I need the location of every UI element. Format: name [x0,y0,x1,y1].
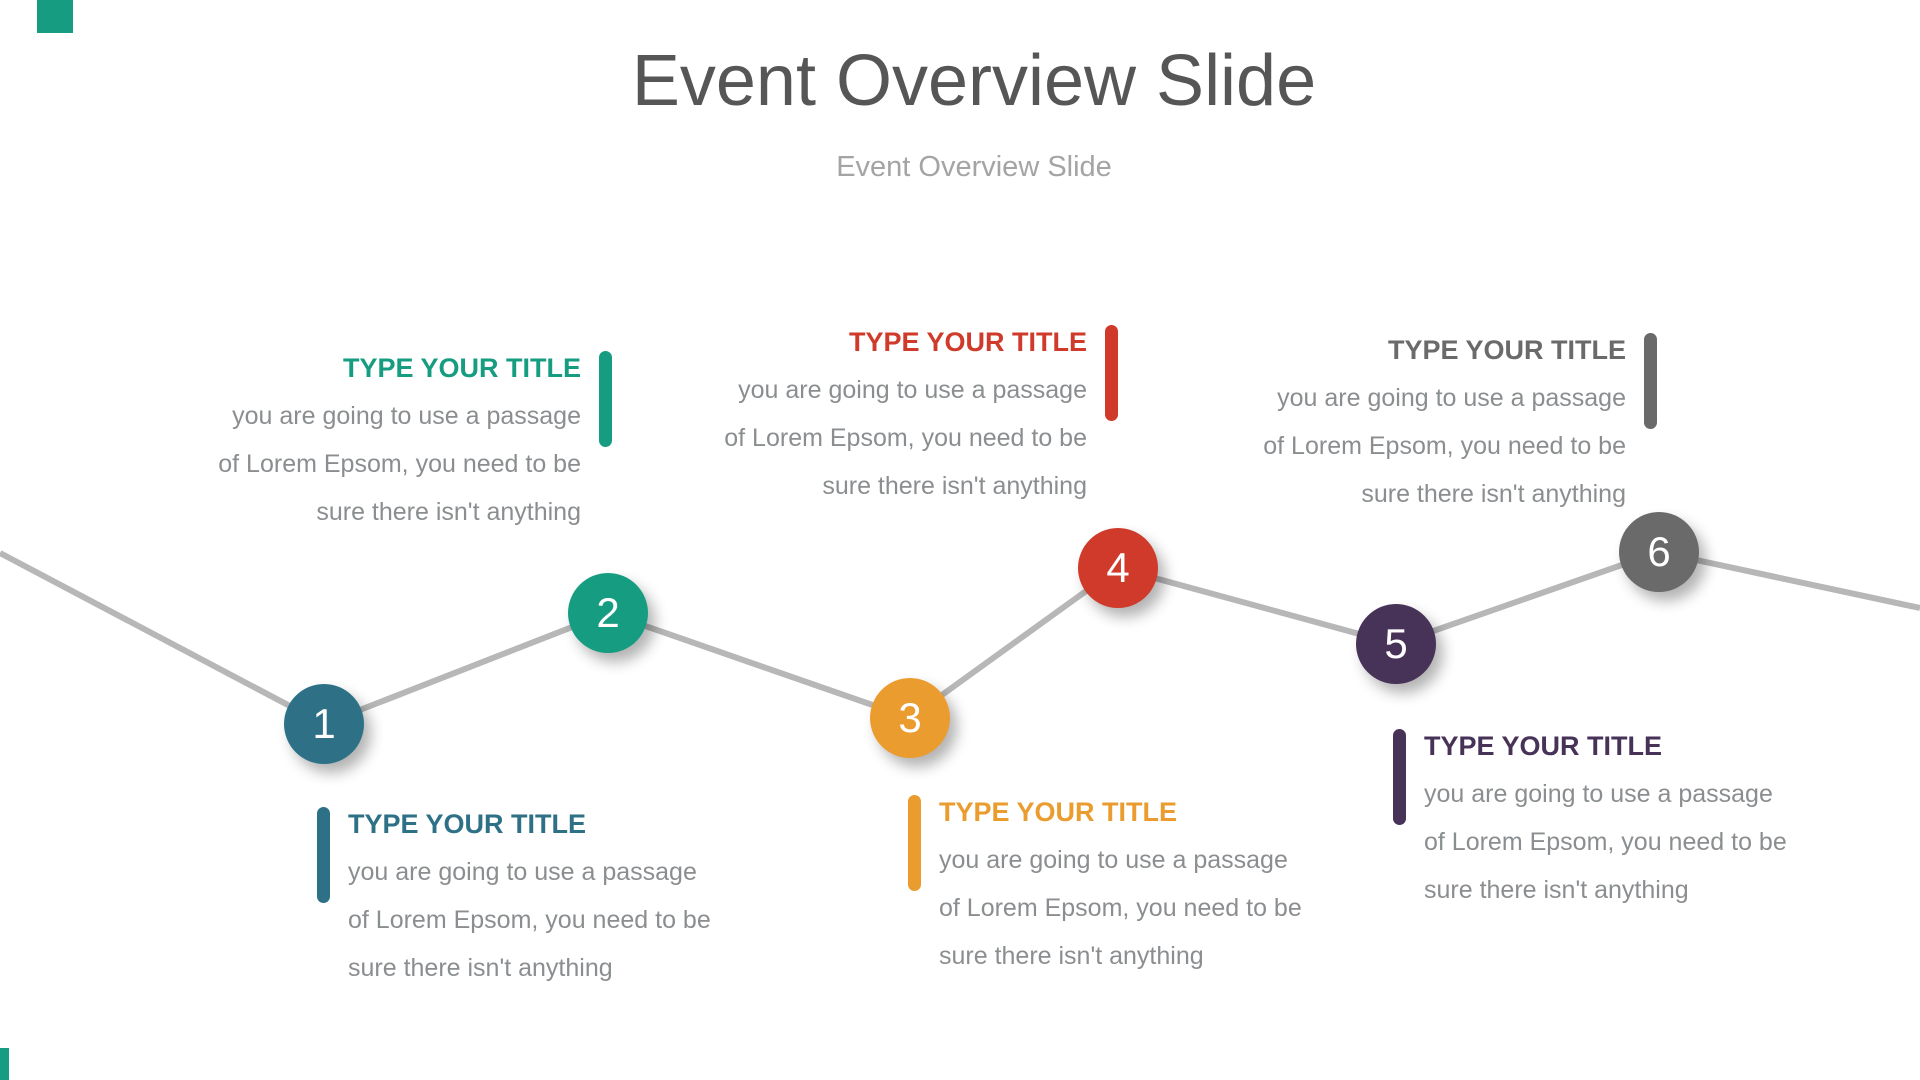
header: Event Overview Slide Event Overview Slid… [0,40,1920,184]
event-item-4: TYPE YOUR TITLE you are going to use a p… [695,318,1118,510]
event-item-1: TYPE YOUR TITLE you are going to use a p… [317,800,740,992]
item-title-5: TYPE YOUR TITLE [1424,731,1663,761]
timeline-node-4: 4 [1078,528,1158,608]
item-body-line: of Lorem Epsom, you need to be [348,906,711,934]
item-body-line: you are going to use a passage [348,858,697,886]
item-body-line: you are going to use a passage [1424,780,1773,808]
item-body-line: of Lorem Epsom, you need to be [218,450,581,478]
item-body-line: of Lorem Epsom, you need to be [1263,432,1626,460]
node-number-3: 3 [898,694,922,741]
item-accent-bar-2 [599,351,612,447]
item-body-line: of Lorem Epsom, you need to be [1424,828,1787,856]
timeline-node-3: 3 [870,678,950,758]
item-body-line: you are going to use a passage [1277,384,1626,412]
timeline-node-2: 2 [568,573,648,653]
timeline-node-1: 1 [284,684,364,764]
slide-title: Event Overview Slide [631,41,1317,121]
timeline-node-6: 6 [1619,512,1699,592]
item-body-line: sure there isn't anything [316,498,581,526]
node-number-5: 5 [1384,620,1408,667]
node-number-2: 2 [596,589,620,636]
timeline-polyline [0,549,1920,727]
item-title-4: TYPE YOUR TITLE [848,327,1087,357]
item-body-line: you are going to use a passage [939,846,1288,874]
item-accent-bar-3 [908,795,921,891]
item-body-line: sure there isn't anything [348,954,613,982]
item-title-1: TYPE YOUR TITLE [348,809,587,839]
item-body-line: sure there isn't anything [1361,480,1626,508]
item-title-3: TYPE YOUR TITLE [939,797,1178,827]
node-number-6: 6 [1647,528,1671,575]
corner-accent-bottom-left [0,1048,9,1080]
event-item-2: TYPE YOUR TITLE you are going to use a p… [189,344,612,536]
event-item-6: TYPE YOUR TITLE you are going to use a p… [1234,326,1657,518]
item-body-line: sure there isn't anything [822,472,1087,500]
item-title-2: TYPE YOUR TITLE [342,353,581,383]
event-item-5: TYPE YOUR TITLE you are going to use a p… [1393,722,1816,914]
item-body-line: sure there isn't anything [1424,876,1689,904]
item-body-line: of Lorem Epsom, you need to be [724,424,1087,452]
corner-accent-top-left [37,0,73,33]
item-accent-bar-4 [1105,325,1118,421]
timeline-node-5: 5 [1356,604,1436,684]
item-body-line: of Lorem Epsom, you need to be [939,894,1302,922]
event-item-3: TYPE YOUR TITLE you are going to use a p… [908,788,1331,980]
item-title-6: TYPE YOUR TITLE [1387,335,1626,365]
slide-subtitle: Event Overview Slide [836,150,1112,183]
item-body-line: sure there isn't anything [939,942,1204,970]
item-accent-bar-1 [317,807,330,903]
item-body-line: you are going to use a passage [738,376,1087,404]
item-accent-bar-6 [1644,333,1657,429]
node-number-1: 1 [312,700,336,747]
item-body-line: you are going to use a passage [232,402,581,430]
item-accent-bar-5 [1393,729,1406,825]
node-number-4: 4 [1106,544,1130,591]
